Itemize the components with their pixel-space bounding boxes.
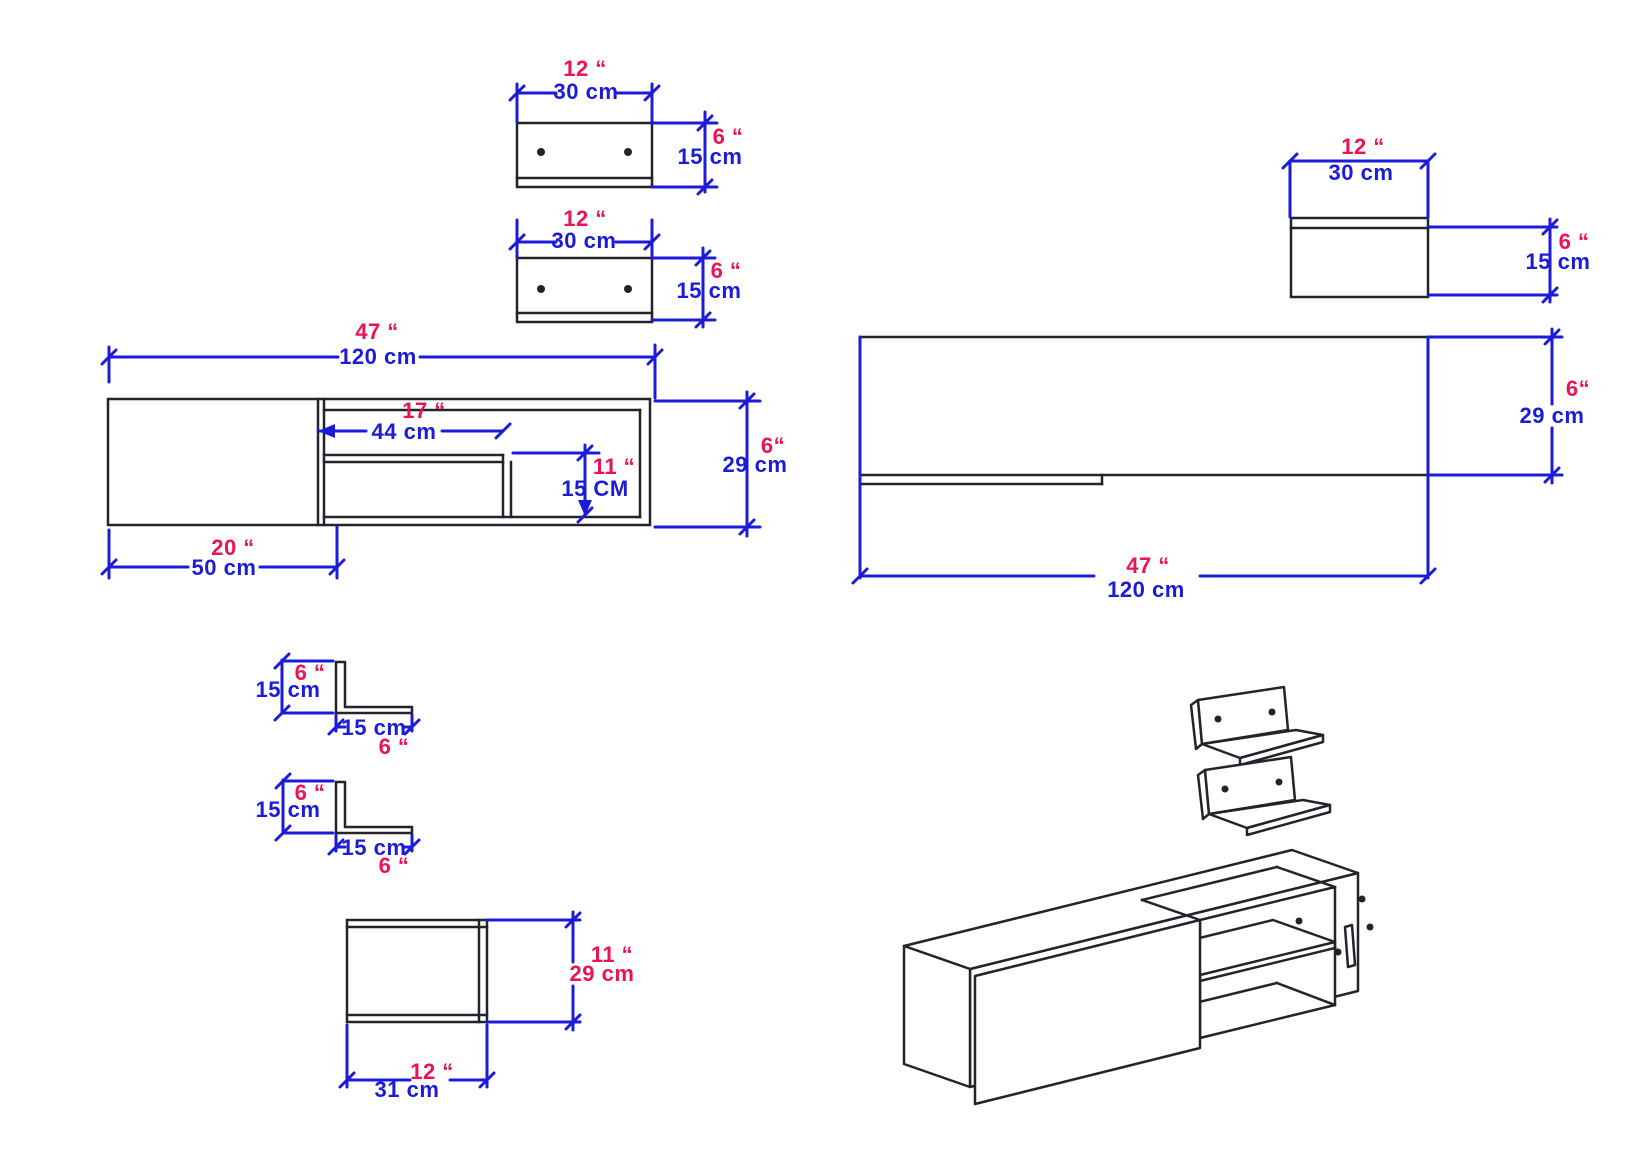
isometric-tv-stand: [902, 848, 1374, 1106]
bracket-a-depth-cm: 15 cm: [341, 715, 407, 740]
bracket-a-height-cm: 15 cm: [255, 677, 321, 702]
shelf-side-width-cm: 30 cm: [1328, 160, 1394, 185]
shelf-front-a-view: [515, 82, 719, 194]
tv-front-width-cm: 120 cm: [339, 344, 417, 369]
tv-top-depth-cm: 29 cm: [1519, 403, 1585, 428]
shelf-side-view: [1288, 159, 1559, 304]
isometric-wall-shelf-lower: [1196, 755, 1332, 837]
tv-side-height-cm: 29 cm: [569, 961, 635, 986]
tv-side-width-cm: 31 cm: [374, 1077, 440, 1102]
tv-side-height-inches: 11 “: [590, 942, 634, 967]
tv-front-inner-height-cm: 15 CM: [561, 476, 629, 501]
shelf-front-a-height-inches: 6 “: [712, 124, 744, 149]
shelf-side-width-inches: 12 “: [1341, 134, 1385, 159]
tv-stand-front-view: [106, 343, 762, 580]
shelf-front-b-height-cm: 15 cm: [676, 278, 742, 303]
tv-front-height-cm: 29 cm: [722, 452, 788, 477]
tv-top-depth-inches: 6“: [1565, 376, 1591, 401]
isometric-view: [902, 685, 1374, 1106]
tv-stand-side-view: [345, 910, 582, 1089]
tv-front-inner-width-inches: 17 “: [402, 398, 446, 423]
shelf-front-a-width-inches: 12 “: [563, 56, 607, 81]
bracket-b-depth-cm: 15 cm: [341, 835, 407, 860]
shelf-side-height-cm: 15 cm: [1525, 249, 1591, 274]
bracket-b-depth-inches: 6 “: [378, 853, 410, 878]
tv-stand-top-view: [858, 327, 1564, 580]
shelf-front-b-height-inches: 6 “: [710, 258, 742, 283]
tv-side-width-inches: 12 “: [410, 1059, 454, 1084]
isometric-wall-shelf-upper: [1189, 685, 1325, 767]
bracket-a-height-inches: 6 “: [294, 660, 326, 685]
tv-front-door-width-inches: 20 “: [211, 535, 255, 560]
dimension-tick-marks: [100, 84, 1561, 1089]
tv-front-height-inches: 6“: [760, 433, 786, 458]
shelf-front-b-width-inches: 12 “: [563, 206, 607, 231]
shelf-side-height-inches: 6 “: [1558, 229, 1590, 254]
shelf-front-a-height-cm: 15 cm: [677, 144, 743, 169]
tv-front-door-width-cm: 50 cm: [191, 555, 257, 580]
tv-front-inner-width-cm: 44 cm: [371, 419, 437, 444]
shelf-front-b-width-cm: 30 cm: [551, 228, 617, 253]
bracket-b-height-cm: 15 cm: [255, 797, 321, 822]
tv-top-width-inches: 47 “: [1126, 553, 1170, 578]
bracket-a-view: [280, 658, 414, 733]
shelf-front-a-width-cm: 30 cm: [553, 79, 619, 104]
tv-front-inner-height-inches: 11 “: [592, 454, 636, 479]
tv-top-width-cm: 120 cm: [1107, 577, 1185, 602]
bracket-a-depth-inches: 6 “: [378, 734, 410, 759]
tv-front-width-inches: 47 “: [355, 319, 399, 344]
bracket-b-height-inches: 6 “: [294, 780, 326, 805]
